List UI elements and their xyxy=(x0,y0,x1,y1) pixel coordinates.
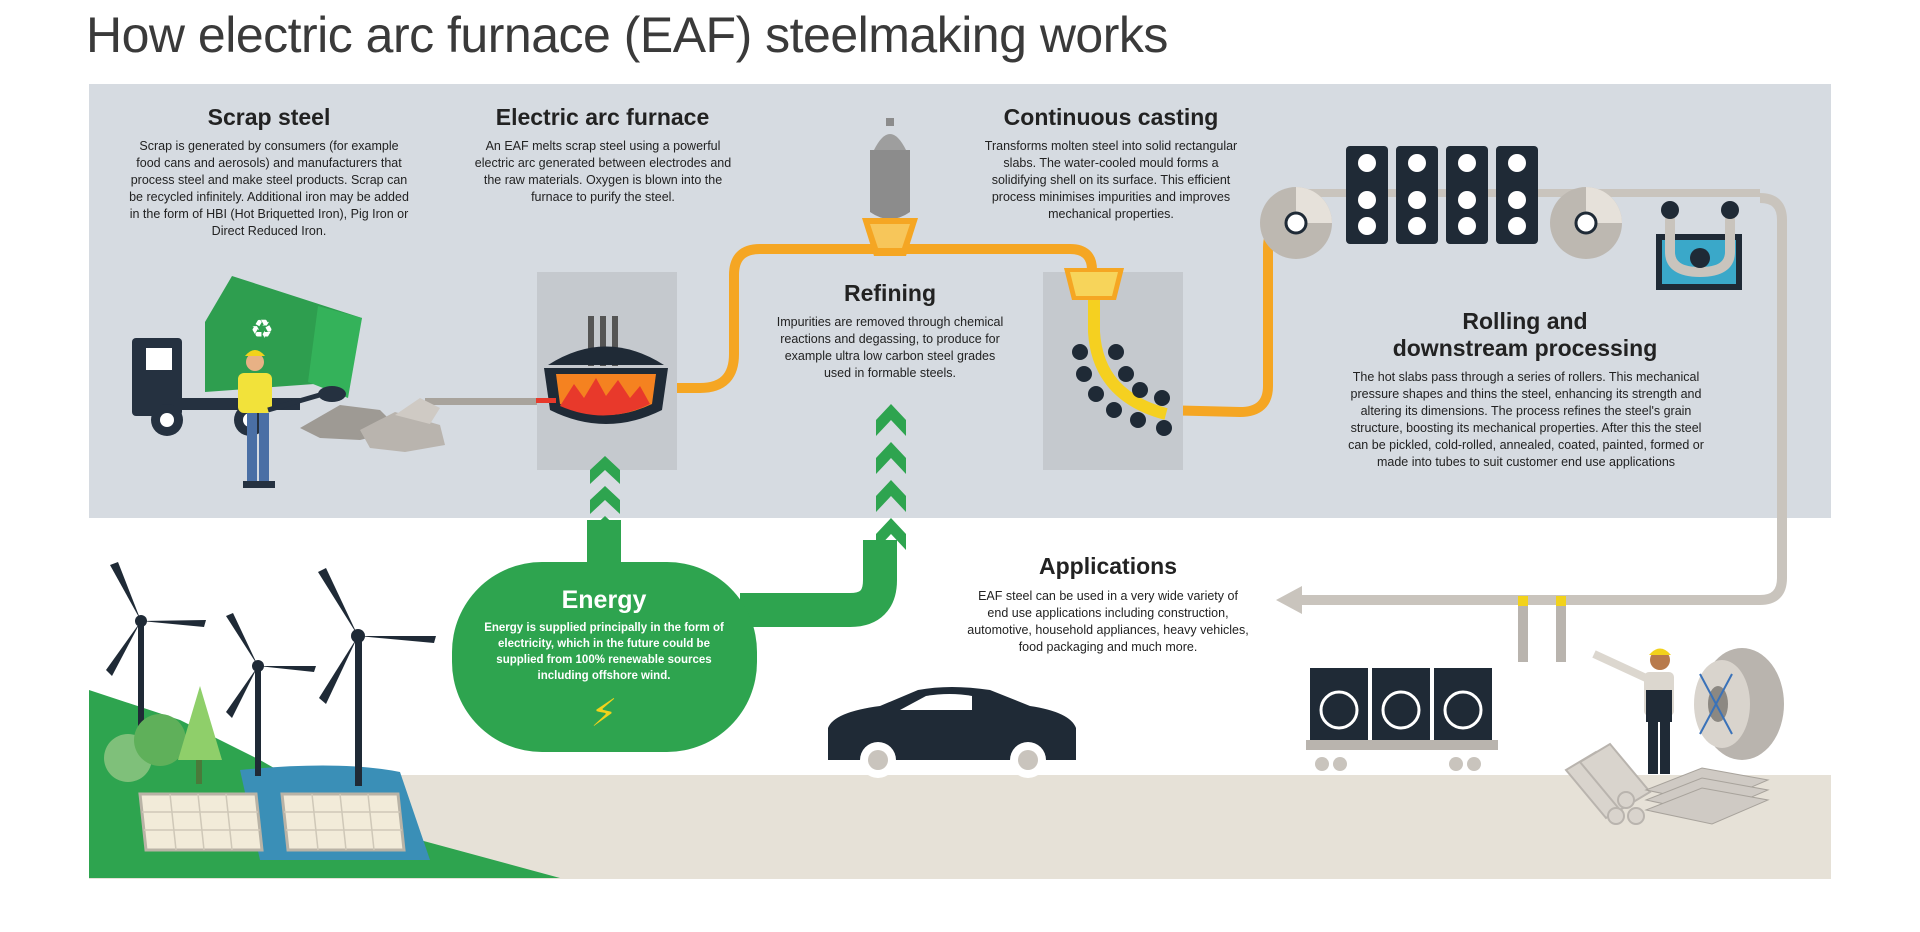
scrap-heading: Scrap steel xyxy=(207,104,331,130)
casting-heading: Continuous casting xyxy=(1003,104,1219,130)
scrap-text: Scrap is generated by consumers (for exa… xyxy=(129,139,409,238)
hazard-posts-icon xyxy=(1518,596,1566,662)
steel-coil-icon xyxy=(1694,648,1784,760)
worker-icon xyxy=(238,350,346,488)
furnace-icon xyxy=(536,316,668,424)
car-icon xyxy=(828,687,1076,778)
steel-worker-icon xyxy=(1592,648,1674,774)
rolling-mill-icon xyxy=(1260,146,1742,290)
scrap-pile-icon xyxy=(300,398,445,452)
page-title: How electric arc furnace (EAF) steelmaki… xyxy=(86,7,1168,63)
scrap-conveyor xyxy=(425,398,540,405)
casting-text: Transforms molten steel into solid recta… xyxy=(984,139,1238,221)
furnace-heading: Electric arc furnace xyxy=(495,104,710,130)
steel-tubes-sheets-icon xyxy=(1564,742,1770,825)
lightning-icon: ⚡ xyxy=(591,691,618,735)
scrap-truck-icon: ♻ xyxy=(132,276,362,436)
refining-text: Impurities are removed through chemical … xyxy=(776,315,1004,380)
energy-up-arrows-right xyxy=(876,404,906,550)
ladle-icon xyxy=(862,118,918,256)
energy-flow xyxy=(452,520,897,752)
refining-heading: Refining xyxy=(844,280,936,306)
solar-panels-icon xyxy=(138,792,406,852)
applications-heading: Applications xyxy=(1038,553,1177,579)
rolling-heading-line1: Rolling and xyxy=(1462,308,1588,334)
energy-heading: Energy xyxy=(561,586,647,614)
rolling-heading-line2: downstream processing xyxy=(1392,335,1658,361)
rolling-text: The hot slabs pass through a series of r… xyxy=(1348,370,1704,469)
washing-machines-icon xyxy=(1306,668,1498,771)
applications-text: EAF steel can be used in a very wide var… xyxy=(967,589,1249,654)
casting-box xyxy=(1043,272,1183,470)
caster-icon xyxy=(1064,268,1172,436)
svg-text:♻: ♻ xyxy=(250,315,273,345)
energy-text: Energy is supplied principally in the fo… xyxy=(484,622,724,682)
energy-up-arrows-left xyxy=(590,456,620,544)
furnace-text: An EAF melts scrap steel using a powerfu… xyxy=(474,139,732,204)
